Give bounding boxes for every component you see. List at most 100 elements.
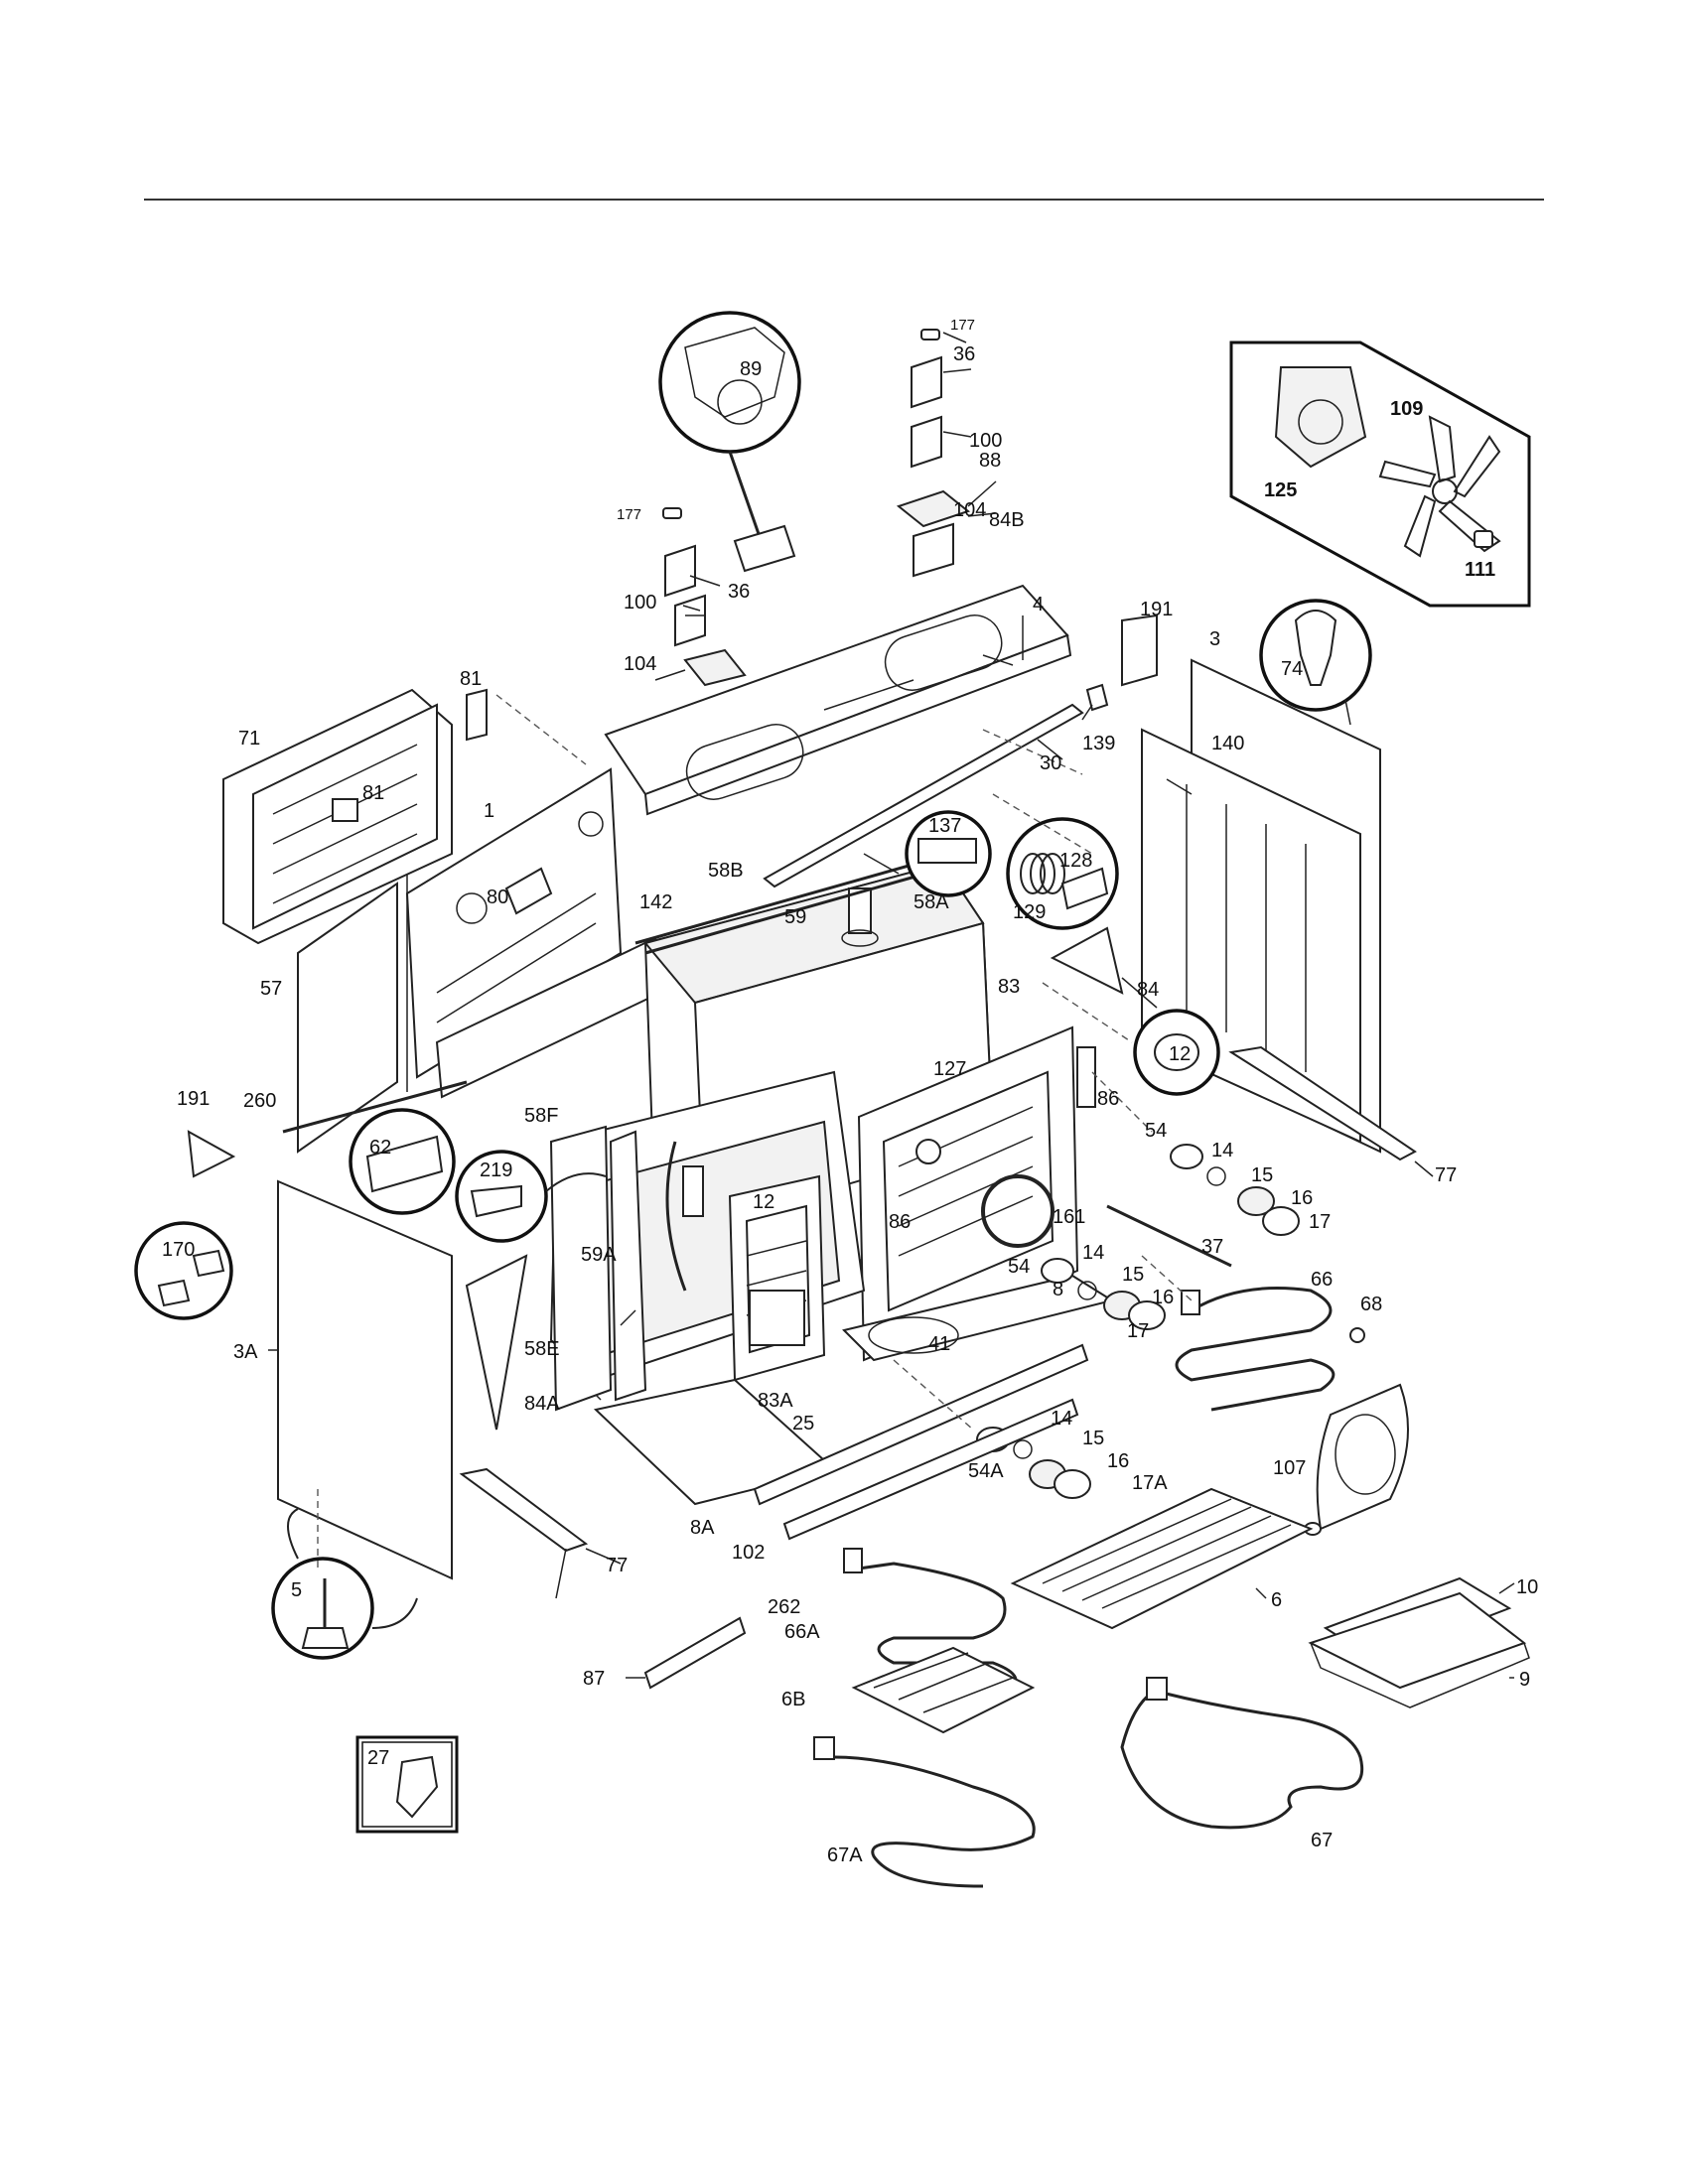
ring-161: [981, 1174, 1055, 1248]
label-87: 87: [583, 1668, 605, 1690]
label-14: 14: [1082, 1242, 1104, 1264]
label-140: 140: [1211, 733, 1244, 754]
bracket-87: [643, 1616, 747, 1690]
label-100: 100: [624, 592, 656, 614]
label-104: 104: [953, 499, 986, 521]
side-panel-57: [297, 874, 408, 1154]
bars-102-262: [753, 1343, 1089, 1541]
callout-62: [349, 1108, 456, 1215]
bracket-set-left: [662, 507, 796, 687]
label-219: 219: [480, 1160, 512, 1181]
label-15: 15: [1082, 1428, 1104, 1449]
bracket-84A: [465, 1254, 528, 1431]
back-panel-71: [222, 688, 488, 945]
side-panel-3A: [277, 1179, 453, 1580]
leader-lines: [268, 332, 1515, 1679]
label-84B: 84B: [989, 509, 1025, 531]
label-100: 100: [969, 430, 1002, 452]
callout-170: [134, 1221, 233, 1320]
label-86: 86: [1097, 1088, 1119, 1110]
label-54: 54: [1145, 1120, 1167, 1142]
label-36: 36: [728, 581, 750, 603]
label-88: 88: [979, 450, 1001, 472]
label-89: 89: [740, 358, 762, 380]
label-125: 125: [1264, 479, 1297, 501]
label-59: 59: [784, 906, 806, 928]
clip-139: [1085, 683, 1109, 712]
label-102: 102: [732, 1542, 765, 1564]
rack-6: [1010, 1487, 1314, 1630]
gasket-58A-58B: [634, 857, 944, 955]
label-84A: 84A: [524, 1393, 560, 1415]
label-104: 104: [624, 653, 656, 675]
label-77: 77: [1435, 1164, 1457, 1186]
label-54: 54: [1008, 1256, 1030, 1278]
label-14: 14: [1211, 1140, 1233, 1161]
label-59A: 59A: [581, 1244, 617, 1266]
label-41: 41: [928, 1333, 950, 1355]
label-36: 36: [953, 343, 975, 365]
label-81: 81: [460, 668, 482, 690]
bracket-set-right: [896, 329, 971, 578]
label-8: 8: [1053, 1279, 1063, 1300]
label-66: 66: [1311, 1269, 1333, 1291]
label-15: 15: [1251, 1164, 1273, 1186]
label-58B: 58B: [708, 860, 744, 882]
label-25: 25: [792, 1413, 814, 1434]
label-6: 6: [1271, 1589, 1282, 1611]
label-17: 17: [1309, 1211, 1331, 1233]
header-rule: [144, 199, 1544, 201]
label-67: 67: [1311, 1830, 1333, 1851]
rear-wall-1: [405, 767, 623, 1079]
label-66A: 66A: [784, 1621, 820, 1643]
bar-77-right: [1228, 1045, 1417, 1161]
fan-motor-callout: [1229, 341, 1531, 608]
bracket-191-top: [1121, 614, 1158, 687]
label-107: 107: [1273, 1457, 1306, 1479]
label-170: 170: [162, 1239, 195, 1261]
callout-137: [863, 810, 992, 897]
callout-74: [1259, 599, 1372, 726]
bar-30: [763, 703, 1084, 888]
callout-128-129: [1006, 817, 1119, 930]
label-1: 1: [484, 800, 494, 822]
label-14: 14: [1051, 1408, 1072, 1430]
label-67A: 67A: [827, 1844, 863, 1866]
callout-89: [658, 311, 801, 552]
label-191: 191: [177, 1088, 210, 1110]
label-16: 16: [1291, 1187, 1313, 1209]
label-83: 83: [998, 976, 1020, 998]
lamp-assembly-middle: [1041, 1258, 1166, 1330]
assembly-dashed-lines: [317, 694, 1193, 1569]
label-10: 10: [1516, 1576, 1538, 1598]
element-67A: [813, 1736, 1036, 1888]
label-16: 16: [1107, 1450, 1129, 1472]
bar-260: [282, 1080, 468, 1134]
label-111: 111: [1465, 559, 1495, 581]
callout-12-right: [1133, 1009, 1220, 1096]
label-30: 30: [1040, 752, 1061, 774]
label-262: 262: [768, 1596, 800, 1618]
label-58A: 58A: [914, 891, 949, 913]
part-labels: 177 36 100 104 84B 89 177 36 100 104 88 …: [162, 317, 1538, 1866]
label-161: 161: [1053, 1206, 1085, 1228]
label-142: 142: [639, 891, 672, 913]
label-16: 16: [1152, 1287, 1174, 1308]
label-260: 260: [243, 1090, 276, 1112]
label-127: 127: [933, 1058, 966, 1080]
label-58F: 58F: [524, 1105, 558, 1127]
element-67: [1120, 1677, 1363, 1830]
label-83A: 83A: [758, 1390, 793, 1412]
rack-6B: [851, 1646, 1036, 1734]
label-9: 9: [1519, 1669, 1530, 1691]
label-128: 128: [1059, 850, 1092, 872]
callout-27: [355, 1735, 459, 1834]
label-84: 84: [1137, 979, 1159, 1001]
label-68: 68: [1360, 1294, 1382, 1315]
label-191: 191: [1140, 599, 1173, 620]
label-17: 17: [1127, 1320, 1149, 1342]
bracket-84: [1050, 926, 1124, 995]
label-57: 57: [260, 978, 282, 1000]
label-4: 4: [1033, 594, 1044, 615]
